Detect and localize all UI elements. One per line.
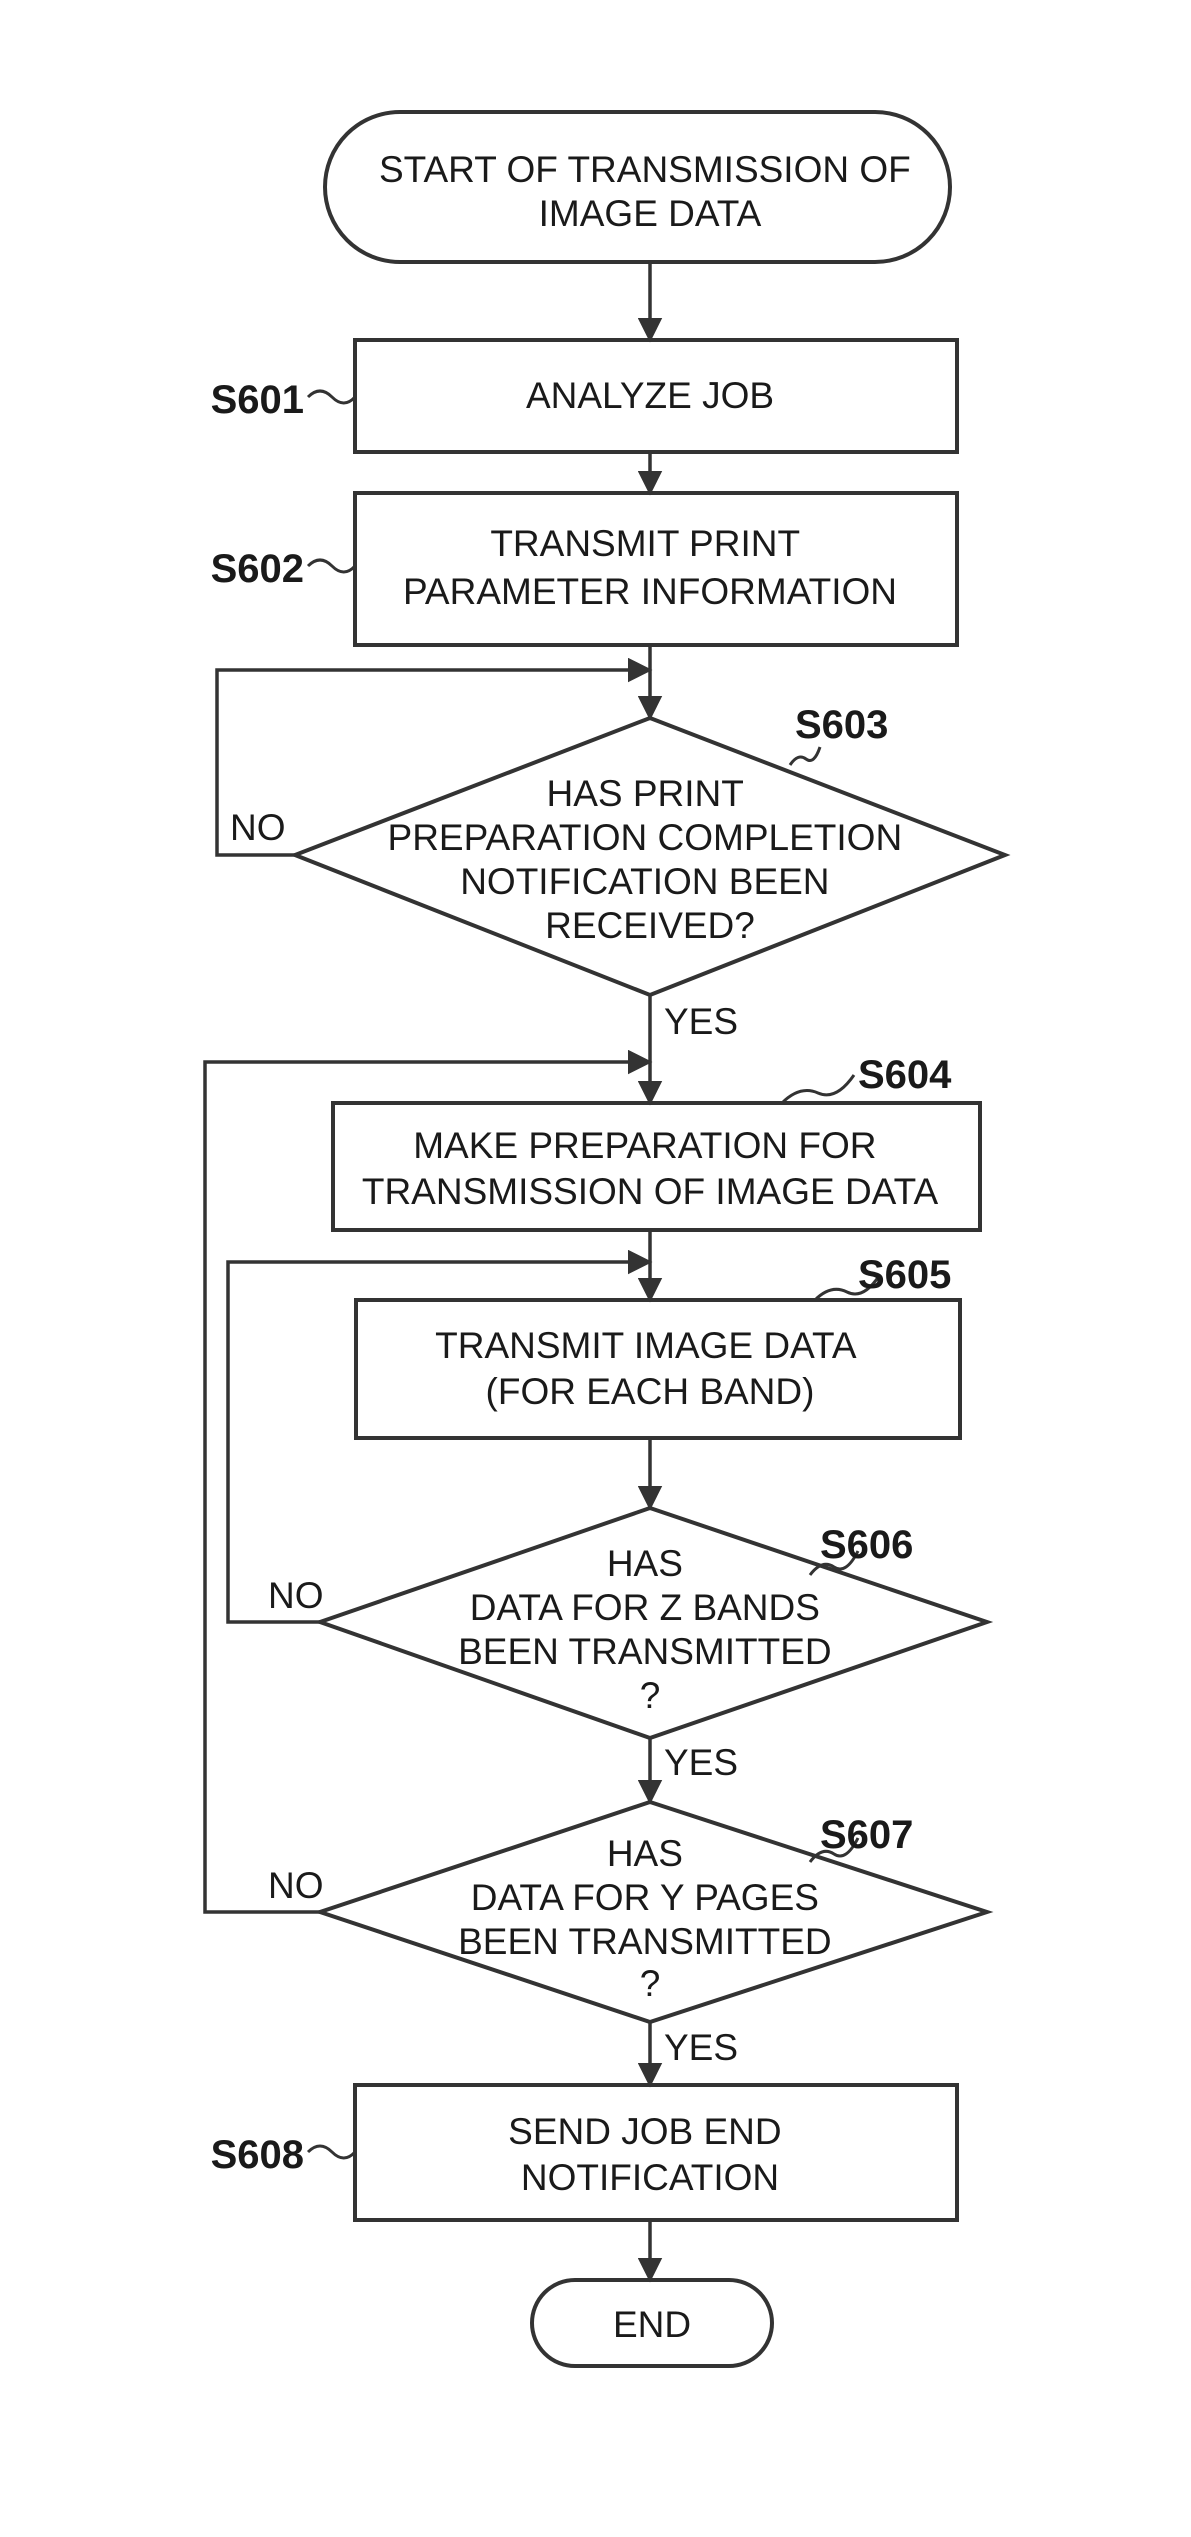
s601-label: ANALYZE JOB (526, 375, 774, 416)
s605-id: S605 (858, 1253, 951, 1297)
s606-id: S606 (820, 1523, 913, 1567)
end-label: END (613, 2304, 691, 2345)
s602-box (355, 493, 957, 645)
s607-id: S607 (820, 1813, 913, 1857)
s603-no-label: NO (230, 807, 286, 848)
s604-id: S604 (858, 1053, 952, 1097)
s605-box (356, 1300, 960, 1438)
s606-no-label: NO (268, 1575, 324, 1616)
s601-id: S601 (211, 378, 304, 422)
s602-id: S602 (211, 547, 304, 591)
s607-yes-label: YES (664, 2027, 738, 2068)
s601-leader (308, 391, 355, 403)
s603-id: S603 (795, 703, 888, 747)
s608-box (355, 2085, 957, 2220)
s607-no-label: NO (268, 1865, 324, 1906)
s608-leader (308, 2146, 355, 2158)
s603-yes-label: YES (664, 1001, 738, 1042)
s604-leader (782, 1075, 854, 1103)
s602-leader (308, 560, 355, 572)
s606-yes-label: YES (664, 1742, 738, 1783)
s603-leader (790, 747, 820, 765)
s608-id: S608 (211, 2133, 304, 2177)
